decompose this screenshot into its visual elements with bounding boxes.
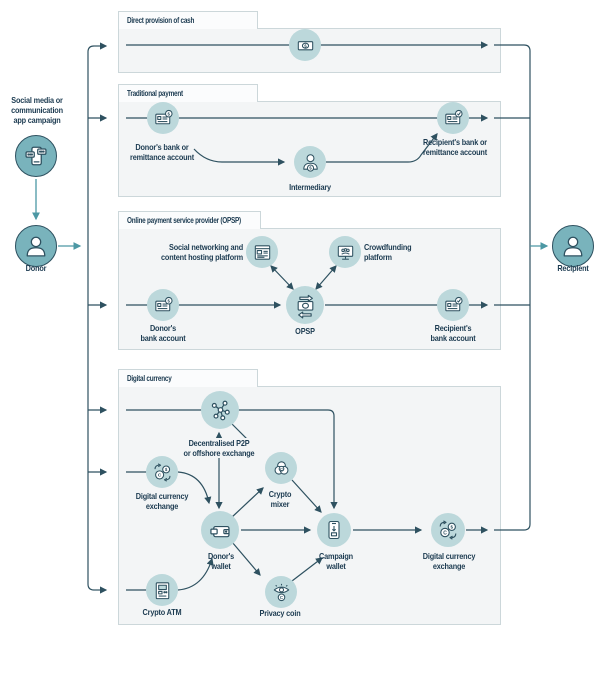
- social-media-campaign-icon: [15, 135, 57, 177]
- campaign-wallet-icon: [317, 513, 351, 547]
- digital-currency-exchange-2-icon: [431, 513, 465, 547]
- crowdfunding-platform-icon: [329, 236, 361, 268]
- donors-wallet-icon: [201, 511, 239, 549]
- privacy-coin-label: Privacy coin: [259, 608, 301, 618]
- donor-label: Donor: [25, 263, 47, 273]
- panel-direct-cash-tab: Direct provision of cash: [118, 11, 258, 29]
- privacy-coin-icon: [265, 576, 297, 608]
- panel-opsp-tab: Online payment service provider (OPSP): [118, 211, 261, 229]
- campaign-wallet-label: Campaign wallet: [319, 551, 353, 571]
- donors-bank-account-label: Donor's bank account: [140, 323, 186, 343]
- donors-bank-account-icon: [147, 289, 179, 321]
- recipients-bank-remittance-label: Recipient's bank or remittance account: [423, 137, 487, 157]
- recipients-bank-remittance-icon: [437, 102, 469, 134]
- intermediary-icon: [294, 146, 326, 178]
- recipient-icon: [552, 225, 594, 267]
- recipients-bank-account-label: Recipient's bank account: [430, 323, 476, 343]
- digital-currency-exchange-icon: [146, 456, 178, 488]
- donor-icon: [15, 225, 57, 267]
- opsp-label: OPSP: [295, 326, 315, 336]
- donors-bank-remittance-label: Donor's bank or remittance account: [130, 142, 194, 162]
- p2p-exchange-icon: [201, 391, 239, 429]
- panel-digital-currency-tab: Digital currency: [118, 369, 258, 387]
- panel-title: Digital currency: [127, 374, 172, 383]
- panel-title: Direct provision of cash: [127, 16, 195, 25]
- crypto-atm-label: Crypto ATM: [142, 607, 182, 617]
- social-networking-platform-label: Social networking and content hosting pl…: [161, 242, 243, 262]
- panel-traditional-tab: Traditional payment: [118, 84, 258, 102]
- donors-wallet-label: Donor's wallet: [207, 551, 235, 571]
- social-networking-platform-icon: [246, 236, 278, 268]
- recipients-bank-account-icon: [437, 289, 469, 321]
- opsp-icon: [286, 286, 324, 324]
- p2p-exchange-label: Decentralised P2P or offshore exchange: [171, 438, 267, 458]
- crypto-mixer-label: Crypto mixer: [268, 489, 292, 509]
- digital-currency-exchange-2-label: Digital currency exchange: [422, 551, 476, 571]
- crypto-mixer-icon: [265, 452, 297, 484]
- digital-currency-exchange-label: Digital currency exchange: [135, 491, 189, 511]
- donors-bank-remittance-icon: [147, 102, 179, 134]
- panel-title: Online payment service provider (OPSP): [127, 216, 241, 225]
- intermediary-label: Intermediary: [289, 182, 331, 192]
- recipient-label: Recipient: [557, 263, 589, 273]
- crowdfunding-platform-label: Crowdfunding platform: [364, 242, 412, 262]
- panel-title: Traditional payment: [127, 89, 183, 98]
- cash-icon: [289, 29, 321, 61]
- campaign-label: Social media or communication app campai…: [11, 95, 63, 125]
- crypto-atm-icon: [146, 574, 178, 606]
